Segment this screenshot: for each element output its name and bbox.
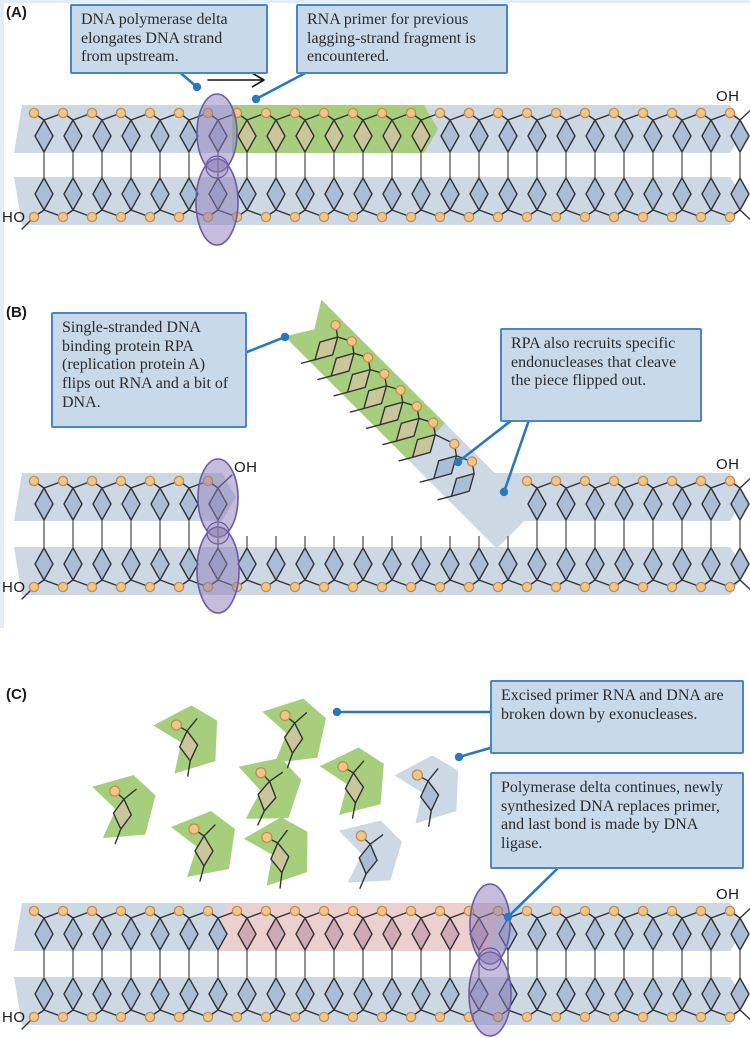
ho-end-label: HO: [2, 1009, 26, 1026]
panel-c-label: (C): [6, 686, 27, 703]
callout-rpa-recruits-endonucleases: RPA also recruits specific endonucleases…: [500, 328, 702, 422]
excised-nucleotides: [92, 698, 459, 889]
callout-lines: [175, 68, 313, 104]
excised-rna-nucleotide: [238, 757, 302, 826]
flipped-ribbon-nucleotides: [300, 319, 478, 501]
excised-dna-nucleotide: [394, 755, 459, 827]
dna-top-strand: [14, 105, 750, 153]
callout-lines: [332, 707, 560, 922]
excised-dna-nucleotide: [338, 820, 402, 889]
ho-end-label: HO: [2, 209, 26, 226]
excised-rna-nucleotide: [92, 775, 156, 845]
excised-rna-nucleotide: [153, 705, 218, 777]
dna-bottom-strand: [14, 977, 750, 1030]
callout-excised-primer-broken-down: Excised primer RNA and DNA are broken do…: [490, 680, 744, 754]
oh-end-label: OH: [716, 88, 740, 105]
polymerase-delta-icon: [468, 883, 512, 1037]
direction-arrow: [207, 72, 265, 88]
panel-b-group: [14, 299, 750, 614]
polymerase-delta-icon: [196, 458, 240, 614]
base-pair-lines: [43, 152, 741, 178]
base-pair-lines: [43, 520, 741, 549]
dna-top-strand: [14, 903, 750, 951]
dna-top-strand-left: [14, 473, 236, 521]
dna-top-strand-right: [480, 473, 750, 521]
oh-end-label: OH: [716, 456, 740, 473]
panel-a-group: [14, 68, 750, 246]
polymerase-delta-icon: [195, 93, 239, 246]
callout-polymerase-continues-ligase: Polymerase delta continues, newly synthe…: [490, 772, 744, 869]
base-pair-lines: [43, 950, 741, 979]
excised-rna-nucleotide: [262, 698, 327, 769]
excised-rna-nucleotide: [171, 811, 235, 882]
oh-end-label: OH: [716, 886, 740, 903]
callout-lines: [245, 332, 531, 497]
excised-rna-nucleotide: [243, 817, 308, 889]
callout-rna-primer-encountered: RNA primer for previous lagging-strand f…: [296, 4, 508, 75]
callout-rpa-flips-out: Single-stranded DNA binding protein RPA …: [51, 312, 247, 428]
dna-bottom-strand: [14, 547, 750, 600]
excised-rna-nucleotide: [319, 747, 384, 819]
oh-end-label: OH: [234, 459, 258, 476]
panel-b-label: (B): [6, 304, 27, 321]
dna-bottom-strand: [14, 177, 750, 230]
callout-polymerase-elongates: DNA polymerase delta elongates DNA stran…: [70, 4, 268, 75]
panel-c-group: [14, 698, 750, 1037]
panel-a-label: (A): [6, 4, 27, 21]
ho-end-label: HO: [2, 579, 26, 596]
